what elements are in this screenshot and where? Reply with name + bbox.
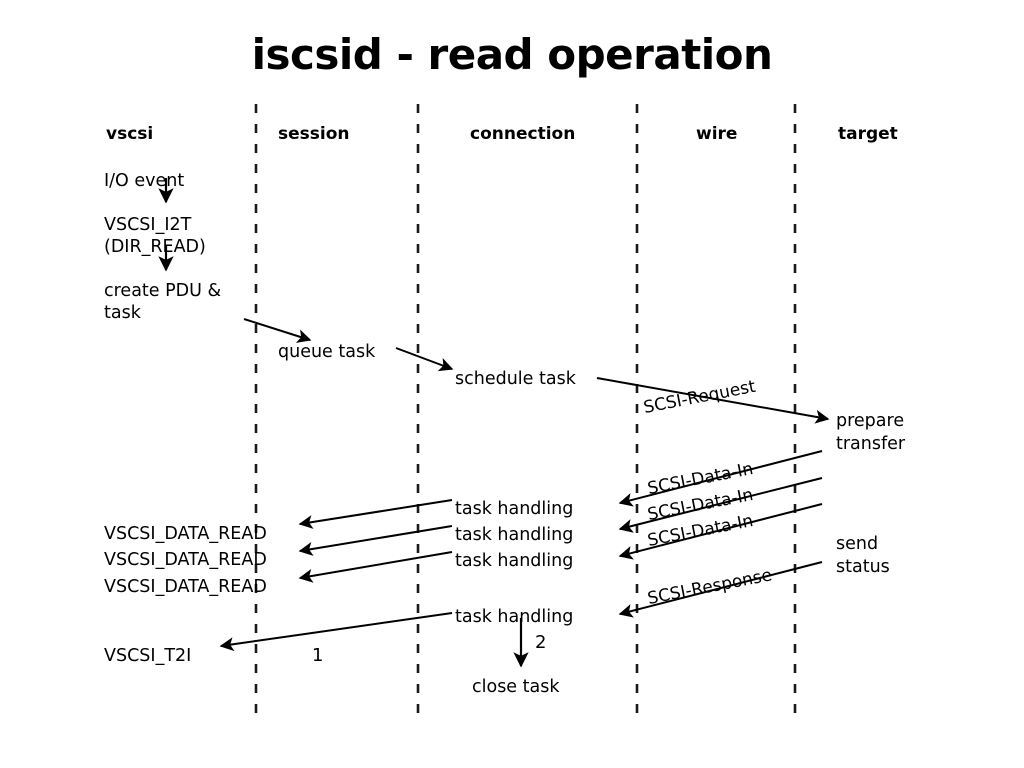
label-task_handling_2: task handling bbox=[455, 525, 574, 545]
label-status: status bbox=[836, 557, 890, 577]
column-header-connection: connection bbox=[470, 124, 576, 144]
arrow-queue-to-schedule bbox=[395, 347, 454, 372]
label-vscsi_i2t: VSCSI_I2T bbox=[104, 215, 192, 235]
label-task_handling_1: task handling bbox=[455, 499, 574, 519]
arrow-pdu-to-queue bbox=[243, 318, 312, 343]
label-task_handling_4: task handling bbox=[455, 607, 574, 627]
label-dir_read: (DIR_READ) bbox=[104, 237, 206, 257]
message-arrows bbox=[158, 178, 830, 668]
label-transfer: transfer bbox=[836, 434, 906, 454]
label-step_two: 2 bbox=[535, 632, 547, 653]
column-header-vscsi: vscsi bbox=[106, 124, 154, 144]
lifelines bbox=[254, 104, 797, 716]
label-step_one: 1 bbox=[312, 645, 324, 666]
label-create_task: task bbox=[104, 303, 141, 323]
arrow-target-to-wire-4 bbox=[618, 561, 823, 618]
arrow-target-to-wire-2 bbox=[618, 477, 823, 533]
label-vscsi_read_2: VSCSI_DATA_READ bbox=[104, 550, 267, 570]
label-prepare: prepare bbox=[836, 411, 905, 431]
label-io_event: I/O event bbox=[104, 171, 185, 191]
arrow-schedule-to-target bbox=[596, 377, 830, 424]
arrow-conn-to-vscsi-1 bbox=[298, 499, 453, 529]
label-queue_task: queue task bbox=[278, 342, 376, 362]
label-send: send bbox=[836, 534, 879, 554]
label-vscsi_t2i: VSCSI_T2I bbox=[104, 646, 192, 666]
label-task_handling_3: task handling bbox=[455, 551, 574, 571]
label-vscsi_read_3: VSCSI_DATA_READ bbox=[104, 577, 267, 597]
arrow-conn-to-vscsi-2 bbox=[298, 525, 453, 556]
label-schedule_task: schedule task bbox=[455, 369, 576, 389]
column-header-wire: wire bbox=[696, 124, 738, 144]
arrow-target-to-wire-1 bbox=[618, 450, 823, 507]
arrow-conn-to-vscsi-4 bbox=[219, 612, 453, 652]
label-close_task: close task bbox=[472, 677, 560, 697]
column-header-target: target bbox=[838, 124, 898, 144]
label-vscsi_read_1: VSCSI_DATA_READ bbox=[104, 524, 267, 544]
page-title: iscsid - read operation bbox=[251, 30, 773, 79]
arrow-conn-to-vscsi-3 bbox=[298, 551, 453, 583]
label-create_pdu: create PDU & bbox=[104, 281, 222, 301]
arrow-target-to-wire-3 bbox=[618, 503, 823, 560]
column-header-session: session bbox=[278, 124, 350, 144]
